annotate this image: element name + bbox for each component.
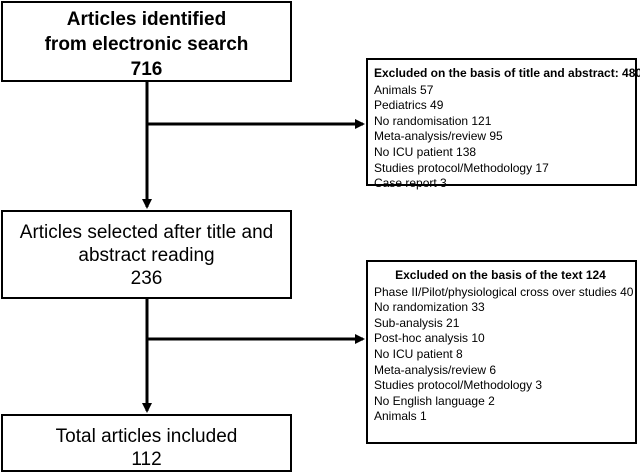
excluded-title-item: Studies protocol/Methodology 17 — [374, 160, 549, 175]
included-line1: Total articles included — [55, 426, 238, 447]
selected-count: 236 — [130, 268, 163, 289]
excluded-title-item: No randomisation 121 — [374, 113, 492, 128]
excluded-text-item: Meta-analysis/review 6 — [374, 362, 497, 377]
excluded-text-item: Sub-analysis 21 — [374, 315, 460, 330]
excluded-text-item: No randomization 33 — [374, 300, 485, 315]
selected-line2: abstract reading — [78, 245, 215, 266]
excluded-text-box: Excluded on the basis of the text 124 Ph… — [366, 260, 637, 444]
selected-line1: Articles selected after title and — [19, 222, 274, 243]
identified-count: 716 — [130, 59, 163, 80]
excluded-text-item: No ICU patient 8 — [374, 346, 463, 361]
articles-identified-box: Articles identified from electronic sear… — [1, 1, 292, 82]
articles-selected-box: Articles selected after title and abstra… — [1, 210, 292, 299]
excluded-title-heading: Excluded on the basis of title and abstr… — [374, 66, 640, 80]
excluded-text-item: Studies protocol/Methodology 3 — [374, 378, 543, 393]
excluded-title-item: Meta-analysis/review 95 — [374, 129, 503, 144]
excluded-text-item: No English language 2 — [374, 393, 495, 408]
excluded-title-item: Case report 3 — [374, 176, 447, 191]
excluded-title-item: Animals 57 — [374, 82, 434, 97]
excluded-text-heading: Excluded on the basis of the text 124 — [395, 268, 606, 282]
identified-line1: Articles identified — [66, 9, 227, 30]
excluded-title-abstract-box: Excluded on the basis of title and abstr… — [366, 58, 640, 190]
articles-included-box: Total articles included 112 — [1, 414, 292, 472]
excluded-title-item: No ICU patient 138 — [374, 144, 477, 159]
excluded-text-item: Animals 1 — [374, 409, 427, 424]
included-count: 112 — [131, 449, 162, 470]
excluded-title-item: Pediatrics 49 — [374, 98, 444, 113]
excluded-text-item: Post-hoc analysis 10 — [374, 331, 485, 346]
identified-line2: from electronic search — [44, 34, 249, 55]
excluded-text-item: Phase II/Pilot/physiological cross over … — [374, 284, 634, 299]
